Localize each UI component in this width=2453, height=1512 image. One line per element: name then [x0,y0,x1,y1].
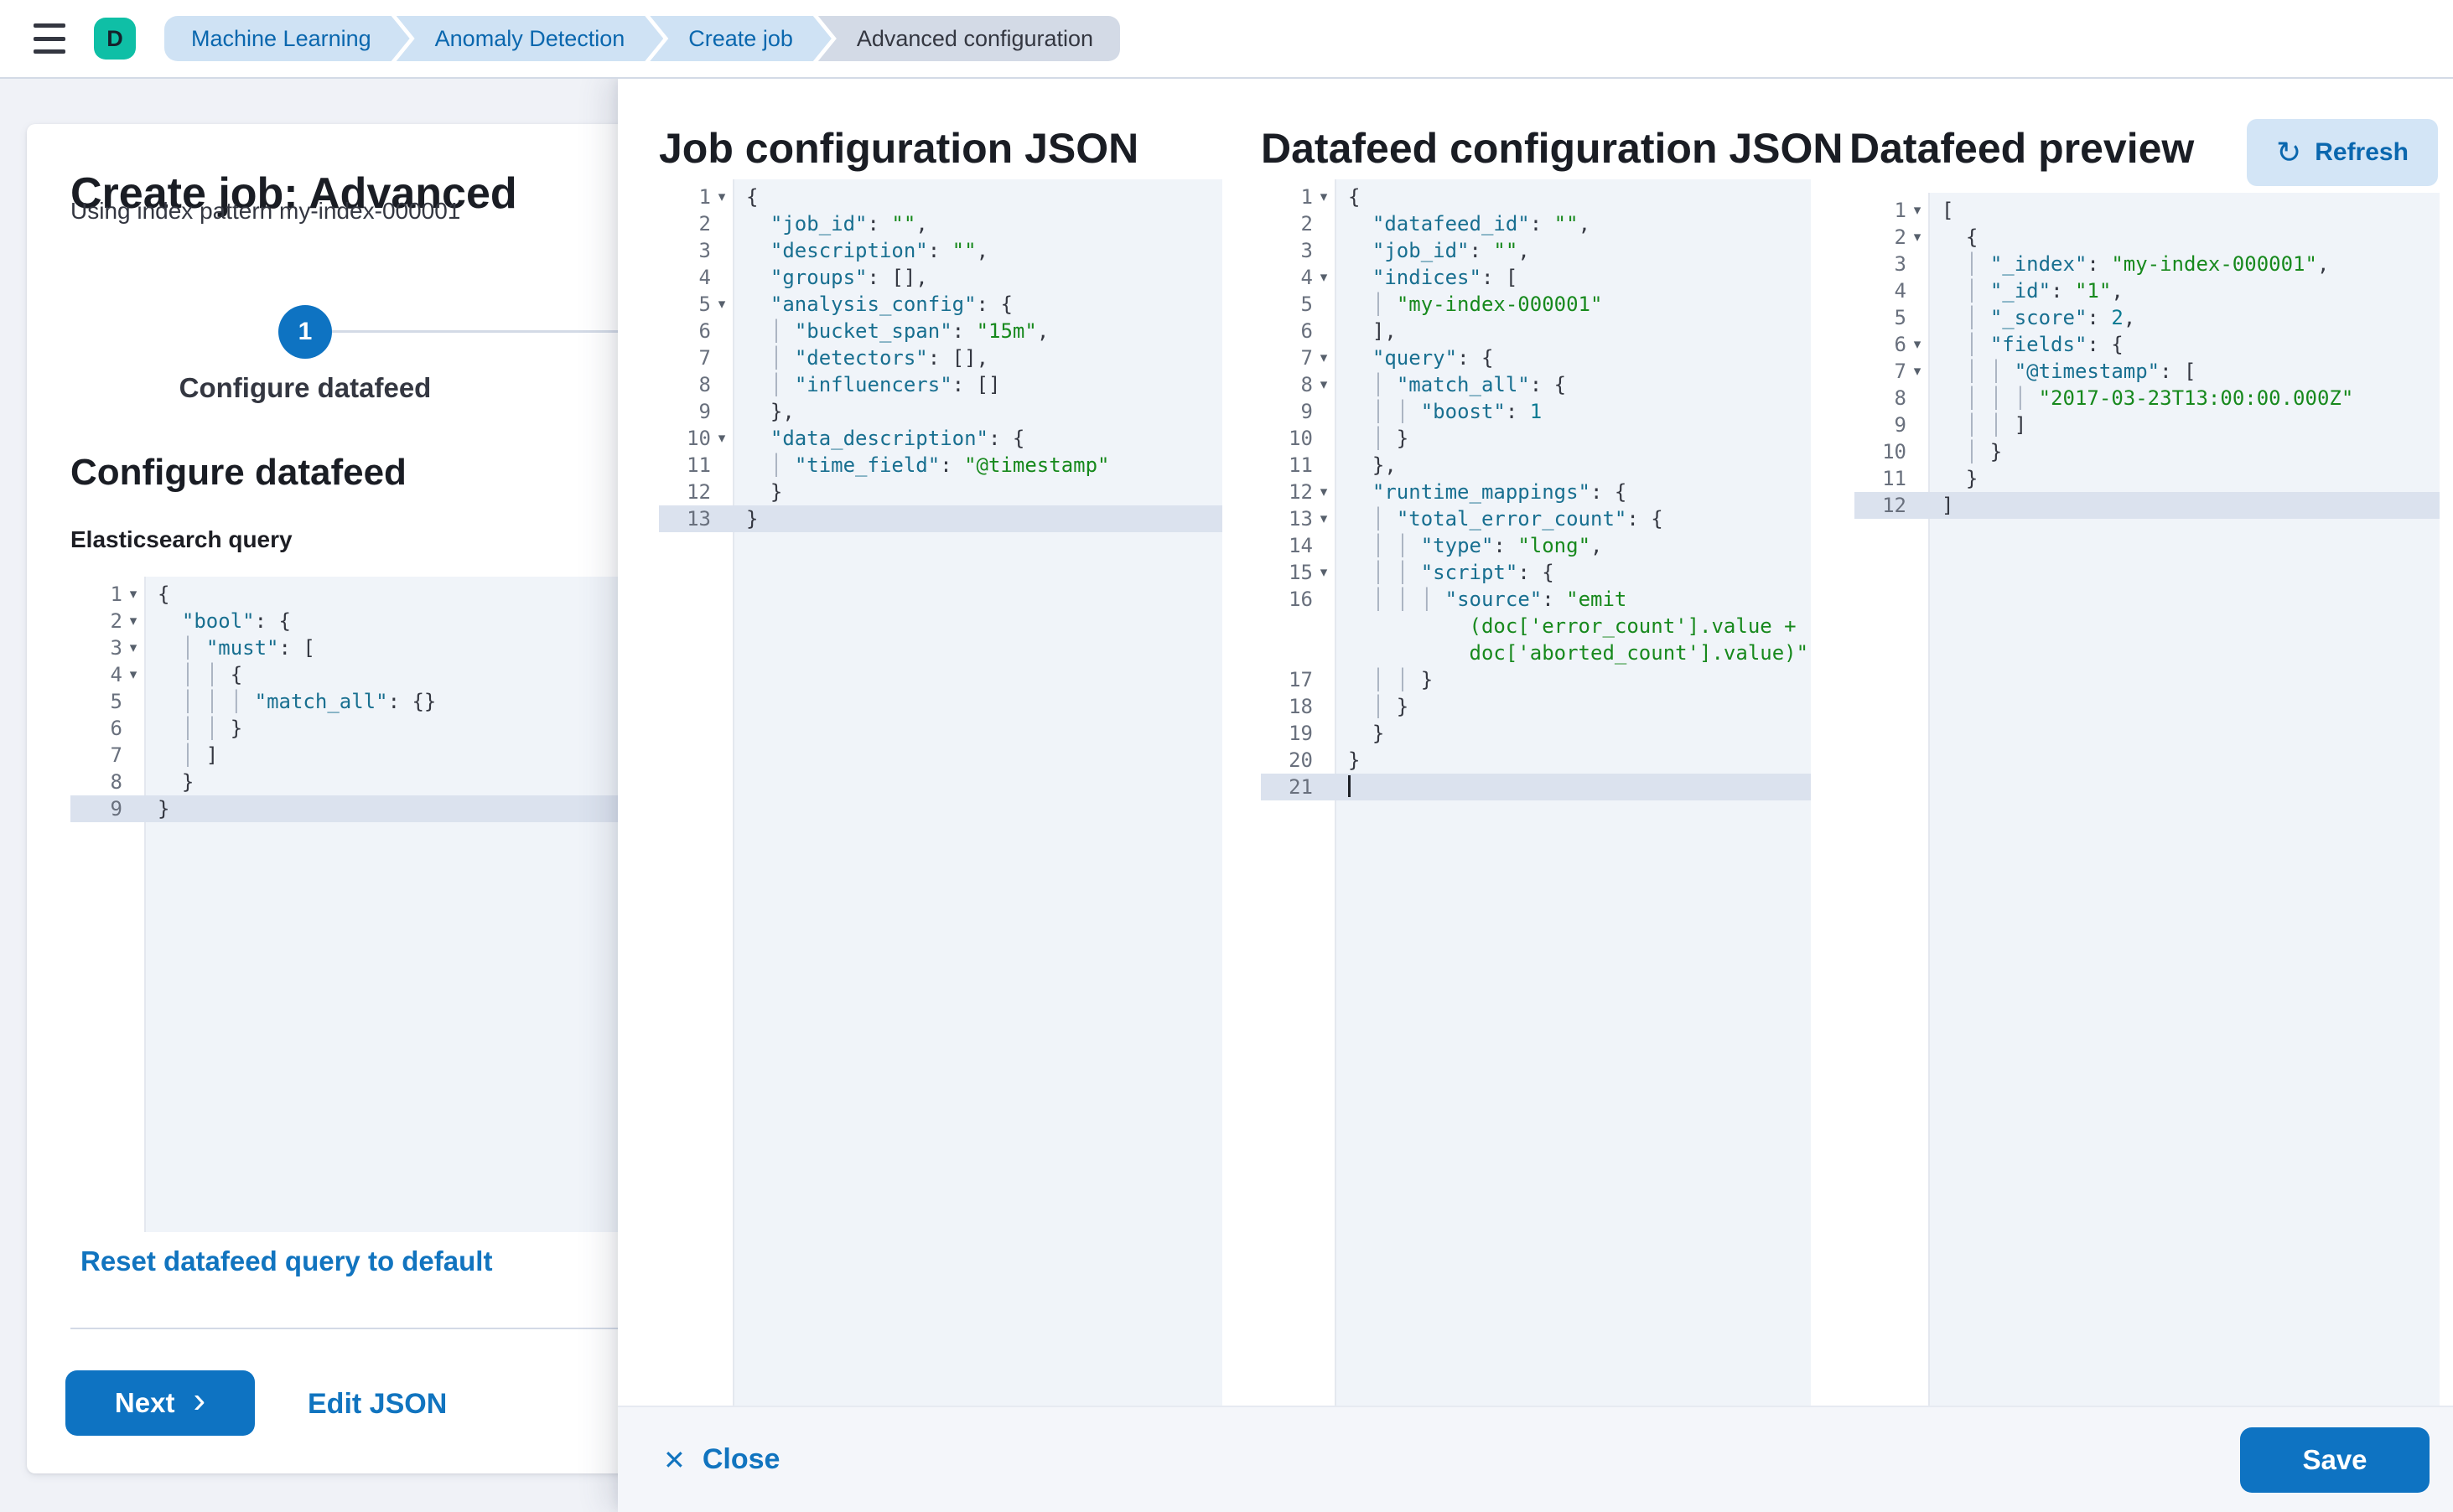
code-line: 13▾ │ "total_error_count": { [1261,505,1811,532]
next-button-label: Next [115,1387,175,1419]
code-line: 19 } [1261,720,1811,747]
code-line: 1▾[ [1854,197,2440,224]
code-line: 7▾ "query": { [1261,344,1811,371]
code-line: 8▾ │ "match_all": { [1261,371,1811,398]
code-line: 5 │ "_score": 2, [1854,304,2440,331]
code-line: 14 │ │ "type": "long", [1261,532,1811,559]
top-bar: D Machine Learning Anomaly Detection Cre… [0,0,2453,79]
code-line: 12 } [659,479,1222,505]
flyout-footer: ✕ Close Save [618,1406,2453,1512]
job-config-editor[interactable]: 1▾{2 "job_id": "",3 "description": "",4 … [659,179,1222,1406]
code-line: 9} [70,795,644,822]
divider [70,1328,625,1329]
code-line: 5 │ "my-index-000001" [1261,291,1811,318]
code-line: 10▾ "data_description": { [659,425,1222,452]
refresh-icon: ↻ [2276,137,2301,168]
code-line: 9 │ │ "boost": 1 [1261,398,1811,425]
code-line: 4 "groups": [], [659,264,1222,291]
code-line: 7▾ │ │ "@timestamp": [ [1854,358,2440,385]
breadcrumb: Machine Learning Anomaly Detection Creat… [164,16,1120,61]
close-button-label: Close [703,1443,780,1476]
code-line: 2 "job_id": "", [659,210,1222,237]
code-line: 20} [1261,747,1811,774]
chevron-right-icon: › [193,1382,205,1419]
code-line: 7 │ ] [70,742,644,769]
code-line: 9 }, [659,398,1222,425]
code-line: 16 │ │ │ "source": "emit [1261,586,1811,613]
datafeed-config-heading: Datafeed configuration JSON [1261,124,1844,173]
code-line: 6 ], [1261,318,1811,344]
step-1-indicator[interactable]: 1 [278,305,332,359]
code-line: doc['aborted_count'].value)" [1261,639,1811,666]
code-line: 8 │ │ │ "2017-03-23T13:00:00.000Z" [1854,385,2440,412]
code-line: 6▾ │ "fields": { [1854,331,2440,358]
breadcrumb-anomaly-detection[interactable]: Anomaly Detection [397,16,664,61]
close-button[interactable]: ✕ Close [658,1407,785,1512]
code-line: 12] [1854,492,2440,519]
code-line: 6 │ │ } [70,715,644,742]
save-button[interactable]: Save [2240,1427,2430,1493]
breadcrumb-create-job[interactable]: Create job [650,16,832,61]
code-line: 3▾ │ "must": [ [70,634,644,661]
index-pattern-subtitle: Using index pattern my-index-000001 [70,198,460,225]
code-line: 2 "datafeed_id": "", [1261,210,1811,237]
code-line: 15▾ │ │ "script": { [1261,559,1811,586]
code-line: 13} [659,505,1222,532]
code-line: 2▾ { [1854,224,2440,251]
code-line: 3 │ "_index": "my-index-000001", [1854,251,2440,277]
code-line: 17 │ │ } [1261,666,1811,693]
elasticsearch-query-label: Elasticsearch query [70,526,293,553]
code-line: 4▾ │ │ { [70,661,644,688]
code-line: (doc['error_count'].value + [1261,613,1811,639]
code-line: 21 [1261,774,1811,800]
code-line: 4 │ "_id": "1", [1854,277,2440,304]
code-line: 1▾{ [70,581,644,608]
code-line: 9 │ │ ] [1854,412,2440,438]
close-icon: ✕ [663,1444,686,1476]
code-line: 8 } [70,769,644,795]
step-progress-line [332,330,647,333]
code-line: 11 }, [1261,452,1811,479]
code-line: 1▾{ [659,184,1222,210]
reset-datafeed-query-link[interactable]: Reset datafeed query to default [80,1245,492,1277]
edit-json-flyout: Job configuration JSON Datafeed configur… [618,77,2453,1510]
datafeed-preview-editor[interactable]: 1▾[2▾ {3 │ "_index": "my-index-000001",4… [1854,193,2440,1406]
code-line: 1▾{ [1261,184,1811,210]
code-line: 5▾ "analysis_config": { [659,291,1222,318]
code-line: 11 } [1854,465,2440,492]
edit-json-link[interactable]: Edit JSON [308,1388,447,1421]
code-line: 3 "description": "", [659,237,1222,264]
refresh-button-label: Refresh [2315,138,2409,167]
step-1-label: Configure datafeed [137,372,473,404]
code-line: 2▾ "bool": { [70,608,644,634]
breadcrumb-current-page: Advanced configuration [818,16,1120,61]
job-config-heading: Job configuration JSON [659,124,1138,173]
code-line: 4▾ "indices": [ [1261,264,1811,291]
datafeed-config-editor[interactable]: 1▾{2 "datafeed_id": "",3 "job_id": "",4▾… [1261,179,1811,1406]
next-button[interactable]: Next › [65,1370,255,1436]
datafeed-preview-heading: Datafeed preview [1849,124,2194,173]
code-line: 10 │ } [1854,438,2440,465]
code-line: 12▾ "runtime_mappings": { [1261,479,1811,505]
code-line: 7 │ "detectors": [], [659,344,1222,371]
refresh-button[interactable]: ↻ Refresh [2247,119,2438,186]
avatar[interactable]: D [94,18,136,60]
configure-datafeed-heading: Configure datafeed [70,452,407,494]
breadcrumb-machine-learning[interactable]: Machine Learning [164,16,410,61]
code-line: 18 │ } [1261,693,1811,720]
code-line: 10 │ } [1261,425,1811,452]
code-line: 6 │ "bucket_span": "15m", [659,318,1222,344]
elasticsearch-query-editor[interactable]: 1▾{2▾ "bool": {3▾ │ "must": [4▾ │ │ {5 │… [70,577,644,1232]
code-line: 3 "job_id": "", [1261,237,1811,264]
code-line: 8 │ "influencers": [] [659,371,1222,398]
code-line: 11 │ "time_field": "@timestamp" [659,452,1222,479]
menu-icon[interactable] [34,23,65,54]
code-line: 5 │ │ │ "match_all": {} [70,688,644,715]
